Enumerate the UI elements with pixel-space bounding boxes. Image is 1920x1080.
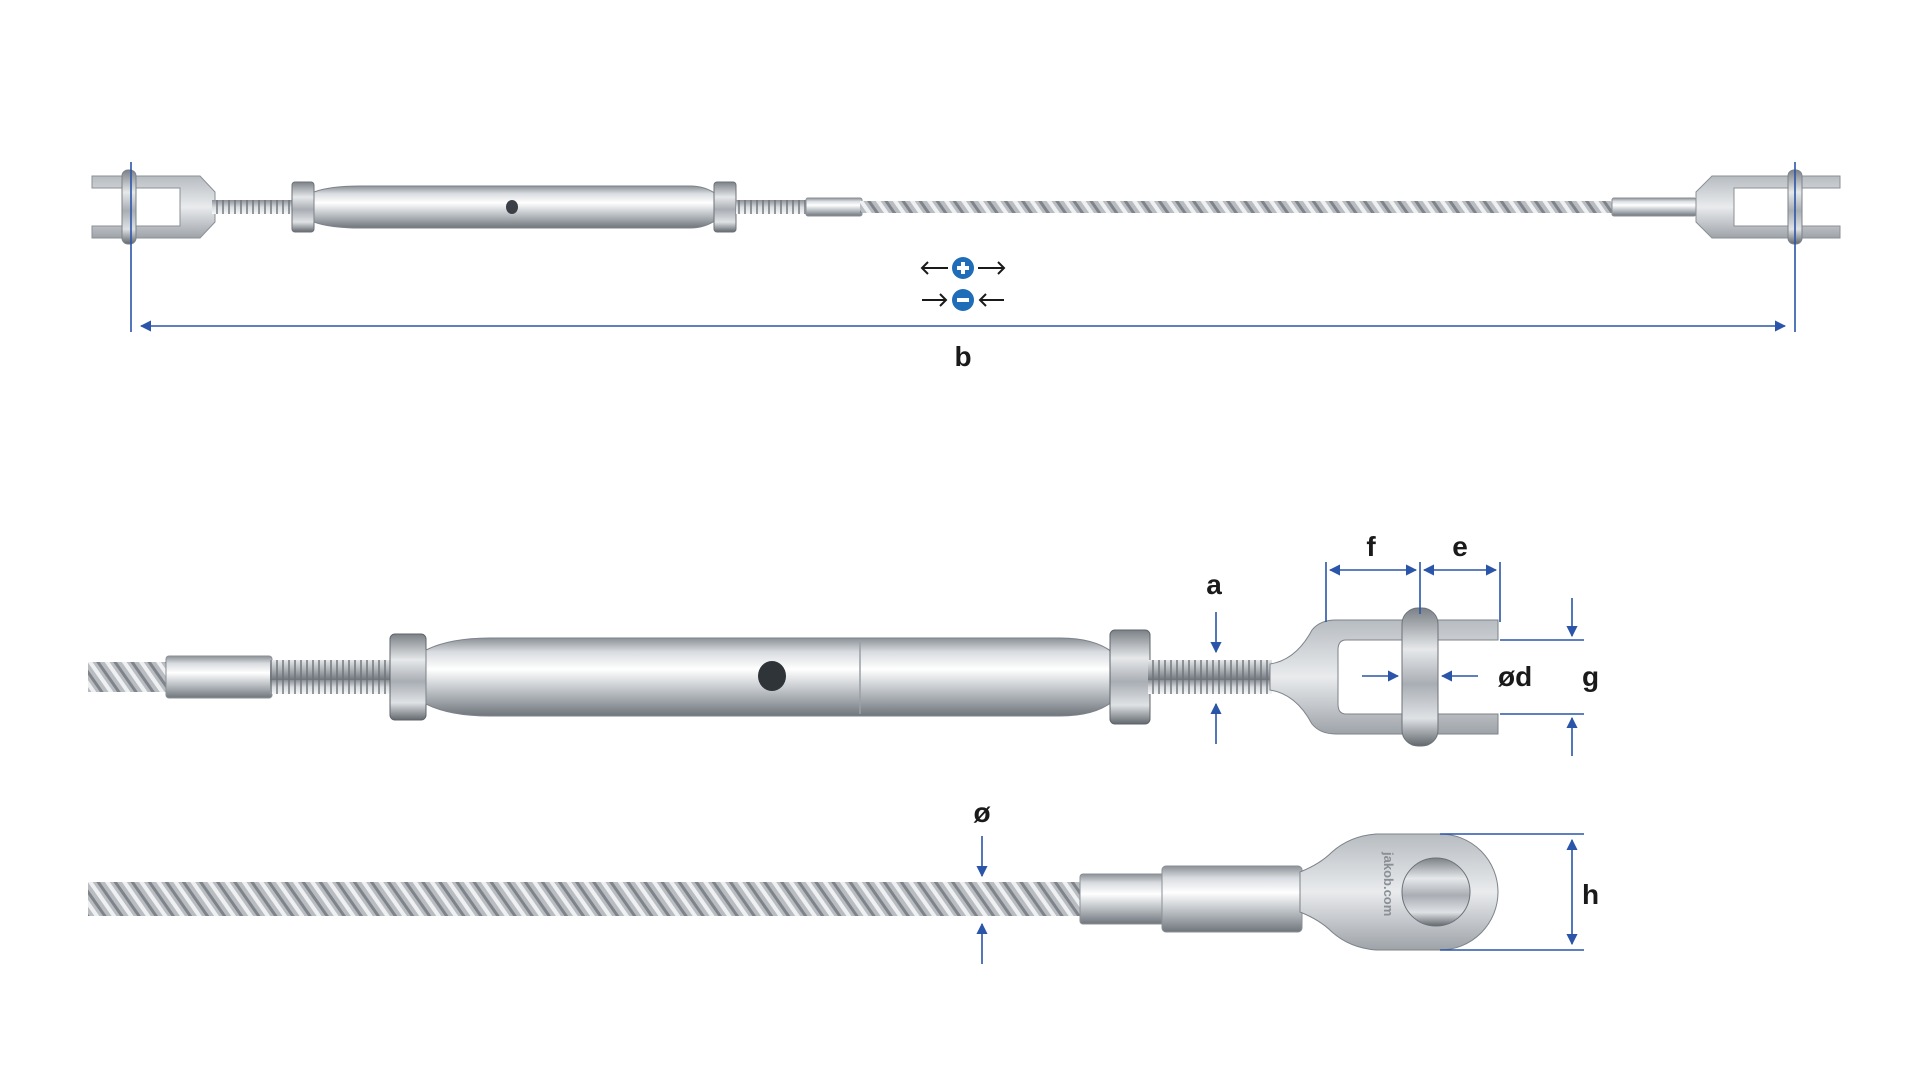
wire-rope-top — [860, 201, 1616, 213]
left-threaded-stud — [212, 200, 296, 214]
eye-hole — [1401, 857, 1471, 927]
wire-rope-detail — [88, 662, 168, 692]
minus-shorten-icon — [922, 289, 1004, 311]
plus-lengthen-icon — [920, 257, 1006, 279]
right-fork-terminal — [1695, 169, 1841, 245]
dimension-label-e: e — [1452, 531, 1468, 562]
eye-terminal-view: jakob.com ø h — [88, 797, 1599, 964]
fork-terminal-detail — [1269, 607, 1499, 747]
right-swage-top — [1611, 197, 1697, 217]
lock-nut-detail-right — [1109, 629, 1151, 725]
right-lock-nut-top — [713, 181, 737, 233]
right-threaded-stud-top — [736, 200, 808, 214]
dimension-label-a: a — [1206, 569, 1222, 600]
detail-view: a f e ød g — [88, 531, 1599, 756]
threaded-stud-detail-left — [270, 660, 392, 694]
dimension-label-diameter: ø — [973, 797, 990, 828]
left-lock-nut — [291, 181, 315, 233]
brand-mark: jakob.com — [1381, 851, 1396, 916]
dimension-label-d: ød — [1498, 661, 1532, 692]
top-assembly-view: b — [91, 162, 1841, 372]
turnbuckle-hole-top — [506, 200, 518, 214]
left-fork-terminal — [91, 169, 216, 245]
turnbuckle-hole-detail — [758, 661, 786, 691]
eye-swage-wide — [1161, 865, 1303, 933]
eye-swage-narrow — [1079, 873, 1165, 925]
dimension-label-f: f — [1366, 531, 1376, 562]
swage-sleeve-detail — [165, 655, 273, 699]
clevis-pin — [1401, 607, 1439, 747]
dimension-label-g: g — [1582, 661, 1599, 692]
dimension-label-h: h — [1582, 879, 1599, 910]
threaded-stud-detail-right — [1148, 660, 1272, 694]
lock-nut-detail-left — [389, 633, 427, 721]
dimension-label-b: b — [954, 341, 971, 372]
swage-sleeve-top — [805, 197, 863, 217]
wire-rope-eye-view — [88, 882, 1082, 916]
